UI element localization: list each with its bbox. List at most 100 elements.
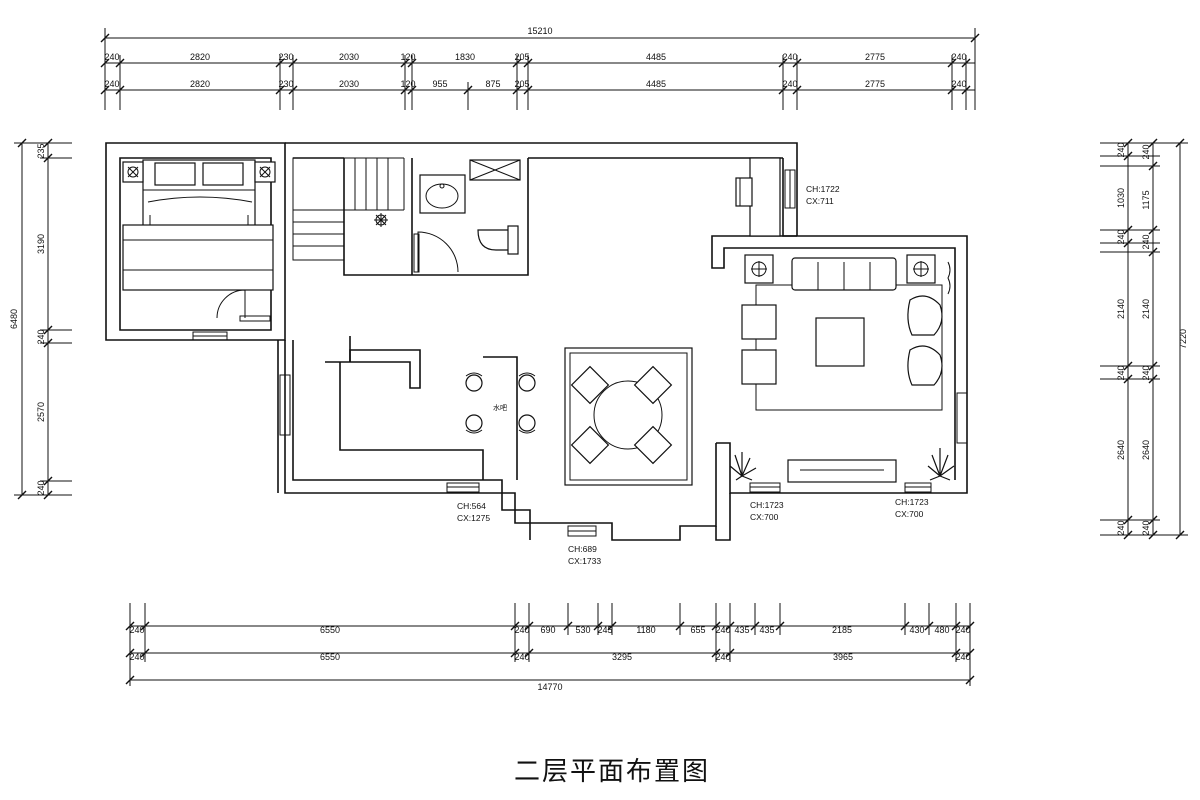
staircase: [292, 157, 405, 261]
top-dimension-chains: 15210 240 2820 230 2030 120 1830 205 448…: [100, 26, 980, 110]
dim-label: 875: [485, 79, 500, 89]
bottom-dimension-row1: 240 6550 240 690 530 245 1180 655 240 43…: [129, 625, 970, 635]
window-dining-south: [446, 482, 480, 493]
window-note: CH:1723 CX:700: [895, 497, 929, 519]
drawing-title: 二层平面布置图: [514, 757, 710, 787]
dim-label: 205: [514, 79, 529, 89]
dim-label: 435: [734, 625, 749, 635]
right-overall-dimension: 7220: [1178, 329, 1188, 349]
window-note-cx: CX:700: [750, 512, 779, 522]
dim-label: 2820: [190, 79, 210, 89]
dim-label: 3965: [833, 652, 853, 662]
dim-label: 4485: [646, 52, 666, 62]
dim-label: 2030: [339, 52, 359, 62]
dim-label: 240: [514, 652, 529, 662]
left-overall-dimension: 6480: [9, 309, 19, 329]
dining-table: [564, 347, 693, 486]
left-dimension-chains: 6480 235 3190 240 2570 240: [9, 138, 72, 500]
dim-label: 230: [278, 79, 293, 89]
windows: [192, 169, 968, 537]
dim-label: 240: [951, 79, 966, 89]
top-dimension-row1: 240 2820 230 2030 120 1830 205 4485 240 …: [104, 52, 966, 62]
dim-label: 240: [1116, 142, 1126, 157]
washbasin: [419, 174, 466, 214]
plant-icon: [927, 448, 955, 481]
window-note-cx: CX:1733: [568, 556, 601, 566]
window-note-ch: CH:1723: [895, 497, 929, 507]
room-label-bar: 水吧: [493, 403, 507, 412]
dim-label: 240: [36, 329, 46, 344]
bottom-dimension-chains: 240 6550 240 690 530 245 1180 655 240 43…: [125, 603, 975, 692]
dim-label: 2775: [865, 79, 885, 89]
window-note-cx: CX:700: [895, 509, 924, 519]
dim-label: 230: [278, 52, 293, 62]
dim-label: 955: [432, 79, 447, 89]
dim-label: 240: [1116, 520, 1126, 535]
shower-drain-icon: [374, 213, 388, 227]
right-dimension-inner: 240 1030 240 2140 240 2640 240: [1116, 142, 1126, 535]
window-entry-south: [567, 525, 597, 537]
dim-label: 6550: [320, 652, 340, 662]
plant-icon: [729, 452, 757, 481]
shower-cabinet: [469, 159, 521, 181]
wardrobe: [122, 224, 274, 291]
dim-label: 6550: [320, 625, 340, 635]
dim-label: 240: [514, 625, 529, 635]
dim-label: 430: [909, 625, 924, 635]
window-living-south-1: [749, 482, 781, 493]
dim-label: 2140: [1141, 299, 1151, 319]
desk-with-chair: [735, 157, 781, 237]
bottom-overall-dimension: 14770: [537, 682, 562, 692]
bottom-dimension-row2: 240 6550 240 3295 240 3965 240: [129, 652, 970, 662]
right-dimension-chains: 7220 240 1030 240 2140 240 2640 240 240 …: [1100, 138, 1188, 540]
dim-label: 240: [955, 625, 970, 635]
dim-label: 240: [1141, 234, 1151, 249]
dim-label: 240: [951, 52, 966, 62]
dim-label: 1030: [1116, 188, 1126, 208]
living-area: [741, 254, 951, 483]
dim-label: 240: [104, 79, 119, 89]
dim-label: 240: [129, 625, 144, 635]
window-dining-west: [279, 374, 291, 436]
dim-label: 240: [955, 652, 970, 662]
top-overall-dimension: 15210: [527, 26, 552, 36]
right-dimension-outer: 240 1175 240 2140 240 2640 240: [1141, 144, 1151, 535]
dim-label: 240: [782, 79, 797, 89]
window-note-ch: CH:564: [457, 501, 486, 511]
toilet: [477, 225, 519, 255]
dim-label: 1180: [636, 625, 655, 635]
dim-label: 2775: [865, 52, 885, 62]
dim-label: 240: [1141, 520, 1151, 535]
dim-label: 240: [1141, 365, 1151, 380]
dim-label: 240: [715, 652, 730, 662]
bar-stools: [465, 372, 536, 434]
window-note: CH:1723 CX:700: [750, 500, 784, 522]
dim-label: 240: [129, 652, 144, 662]
top-dimension-row2: 240 2820 230 2030 120 955 875 205 4485 2…: [104, 79, 966, 89]
dim-label: 2820: [190, 52, 210, 62]
window-note: CH:689 CX:1733: [568, 544, 601, 566]
dim-label: 1830: [455, 52, 475, 62]
dim-label: 2140: [1116, 299, 1126, 319]
dim-label: 2570: [36, 402, 46, 422]
dim-label: 3295: [612, 652, 632, 662]
dim-label: 655: [690, 625, 705, 635]
window-note-ch: CH:1722: [806, 184, 840, 194]
dim-label: 2640: [1116, 440, 1126, 460]
dim-label: 120: [400, 52, 415, 62]
window-note: CH:564 CX:1275: [457, 501, 490, 523]
window-note-ch: CH:689: [568, 544, 597, 554]
dim-label: 235: [36, 143, 46, 158]
dim-label: 240: [1116, 365, 1126, 380]
dim-label: 240: [36, 480, 46, 495]
dim-label: 245: [597, 625, 612, 635]
dim-label: 4485: [646, 79, 666, 89]
dim-label: 240: [104, 52, 119, 62]
bathroom-door: [413, 231, 459, 273]
dim-label: 120: [400, 79, 415, 89]
dim-label: 240: [782, 52, 797, 62]
window-living-south-2: [904, 482, 932, 493]
dim-label: 530: [575, 625, 590, 635]
dim-label: 2030: [339, 79, 359, 89]
